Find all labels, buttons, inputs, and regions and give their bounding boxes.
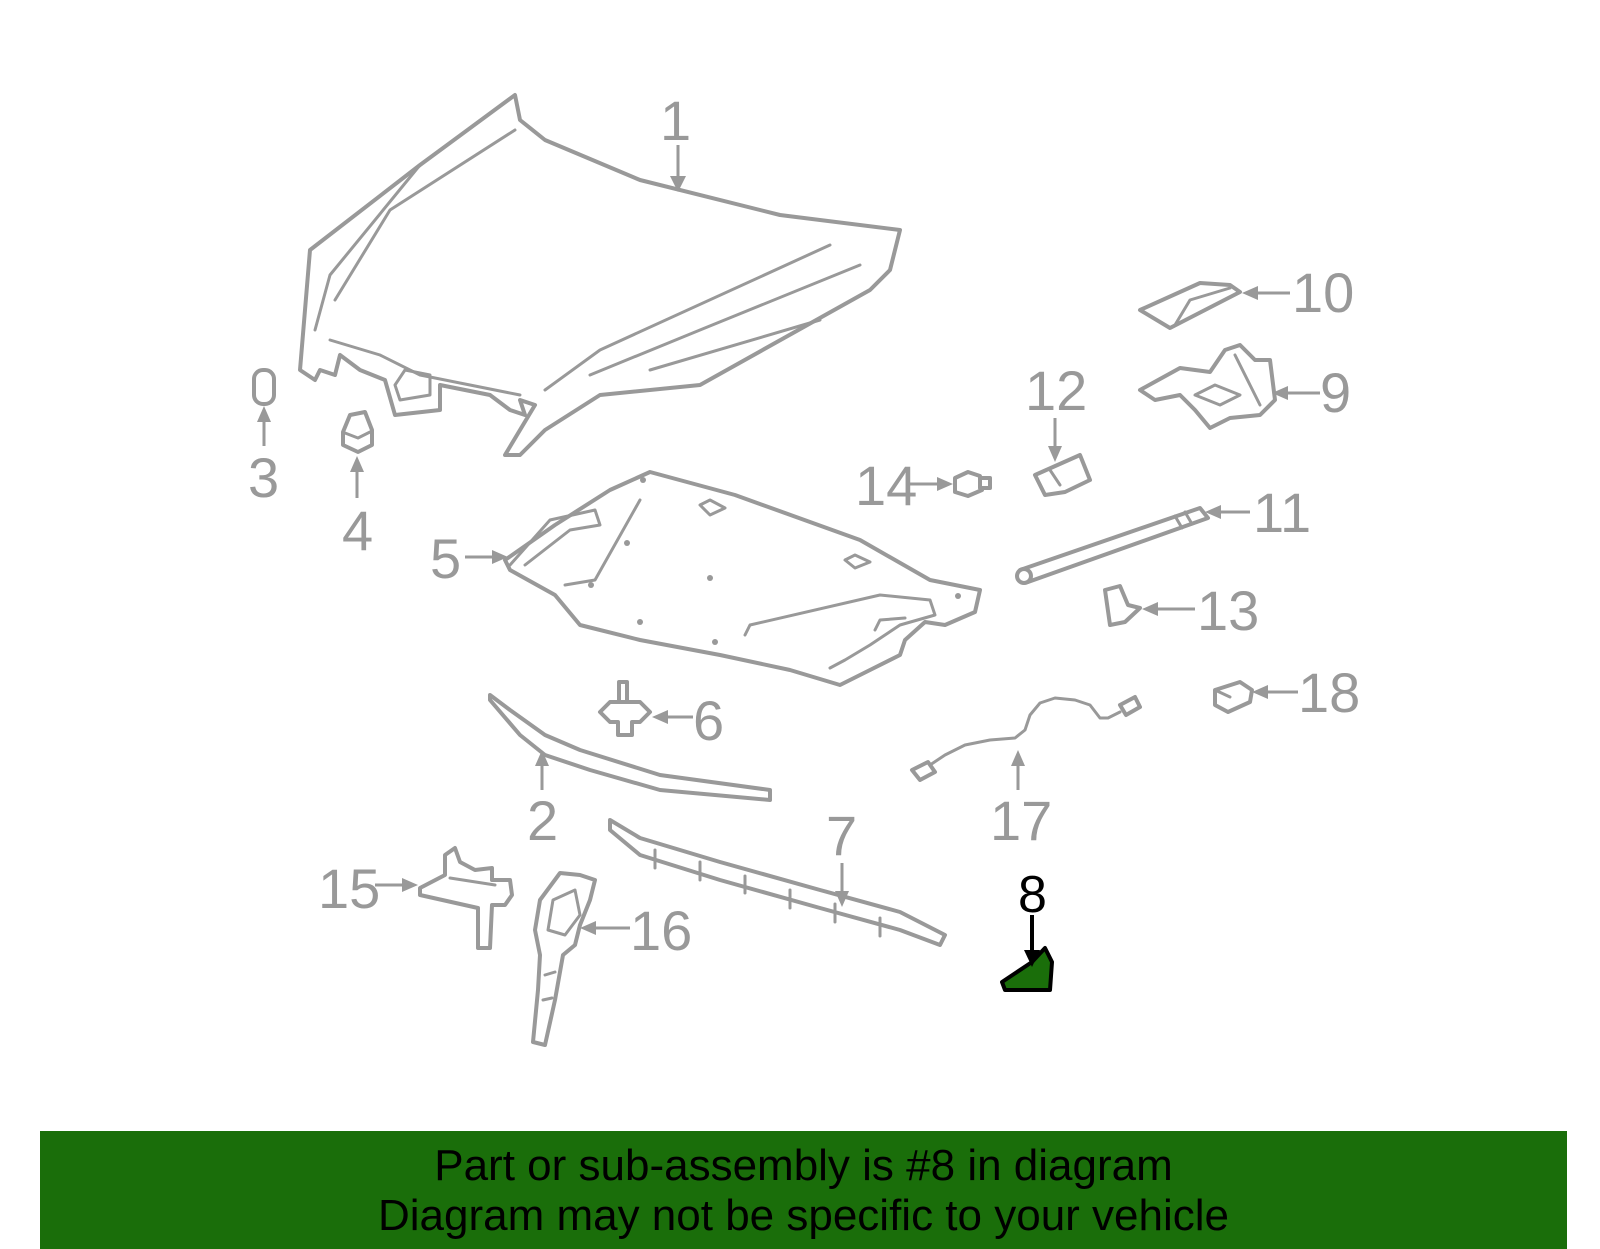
- arrowhead-13: [1142, 602, 1158, 616]
- callout-12[interactable]: 12: [1025, 359, 1087, 422]
- callout-1[interactable]: 1: [660, 89, 691, 152]
- part-18[interactable]: [1213, 680, 1254, 714]
- part-3[interactable]: [252, 368, 276, 406]
- callout-10[interactable]: 10: [1292, 261, 1354, 324]
- part-2-seal[interactable]: [488, 693, 772, 802]
- arrowhead-8: [1024, 950, 1040, 967]
- banner-line-1: Part or sub-assembly is #8 in diagram: [434, 1141, 1173, 1190]
- part-14[interactable]: [953, 470, 992, 498]
- arrowhead-16: [580, 921, 596, 935]
- arrowhead-17: [1011, 750, 1025, 766]
- callout-7[interactable]: 7: [826, 804, 857, 867]
- part-10[interactable]: [1138, 281, 1242, 330]
- arrowhead-18: [1252, 685, 1268, 699]
- arrowhead-1: [670, 176, 686, 192]
- callout-18[interactable]: 18: [1298, 661, 1360, 724]
- part-6[interactable]: [598, 680, 652, 737]
- part-15[interactable]: [418, 846, 514, 950]
- part-7-seal[interactable]: [608, 818, 947, 947]
- arrowhead-12: [1048, 446, 1062, 462]
- arrowhead-3: [257, 406, 271, 422]
- part-12[interactable]: [1033, 453, 1092, 497]
- arrowhead-5: [492, 550, 508, 564]
- part-13[interactable]: [1103, 584, 1142, 627]
- part-17-harness[interactable]: [910, 695, 1142, 782]
- callout-3[interactable]: 3: [248, 446, 279, 509]
- banner-line-2: Diagram may not be specific to your vehi…: [377, 1191, 1230, 1240]
- arrowhead-11: [1205, 505, 1221, 519]
- callout-5[interactable]: 5: [430, 527, 461, 590]
- callout-9[interactable]: 9: [1320, 361, 1351, 424]
- part-4[interactable]: [341, 410, 374, 454]
- part-1-hood[interactable]: [298, 93, 902, 457]
- arrowhead-9: [1272, 386, 1288, 400]
- arrowhead-14: [937, 477, 953, 491]
- arrowhead-10: [1242, 286, 1258, 300]
- callout-11[interactable]: 11: [1253, 481, 1311, 544]
- part-5-insulator[interactable]: [503, 470, 982, 687]
- arrowhead-2: [535, 750, 549, 766]
- arrowhead-6: [652, 710, 668, 724]
- part-16[interactable]: [531, 871, 597, 1047]
- callout-15[interactable]: 15: [318, 857, 380, 920]
- part-11-strut[interactable]: [1015, 506, 1210, 585]
- callout-2[interactable]: 2: [527, 789, 558, 852]
- arrowhead-4: [350, 456, 364, 472]
- callout-14[interactable]: 14: [855, 454, 917, 517]
- part-9[interactable]: [1138, 343, 1277, 430]
- info-banner: Part or sub-assembly is #8 in diagram Di…: [40, 1131, 1567, 1249]
- callout-13[interactable]: 13: [1197, 579, 1259, 642]
- arrowhead-7: [835, 891, 849, 907]
- callout-16[interactable]: 16: [630, 899, 692, 962]
- callout-17[interactable]: 17: [990, 789, 1052, 852]
- callout-4[interactable]: 4: [342, 499, 373, 562]
- callout-8[interactable]: 8: [1018, 866, 1047, 924]
- callout-6[interactable]: 6: [693, 689, 724, 752]
- arrowhead-15: [402, 878, 418, 892]
- parts-diagram: 1 10 9 3 4 12 14: [248, 89, 1360, 1047]
